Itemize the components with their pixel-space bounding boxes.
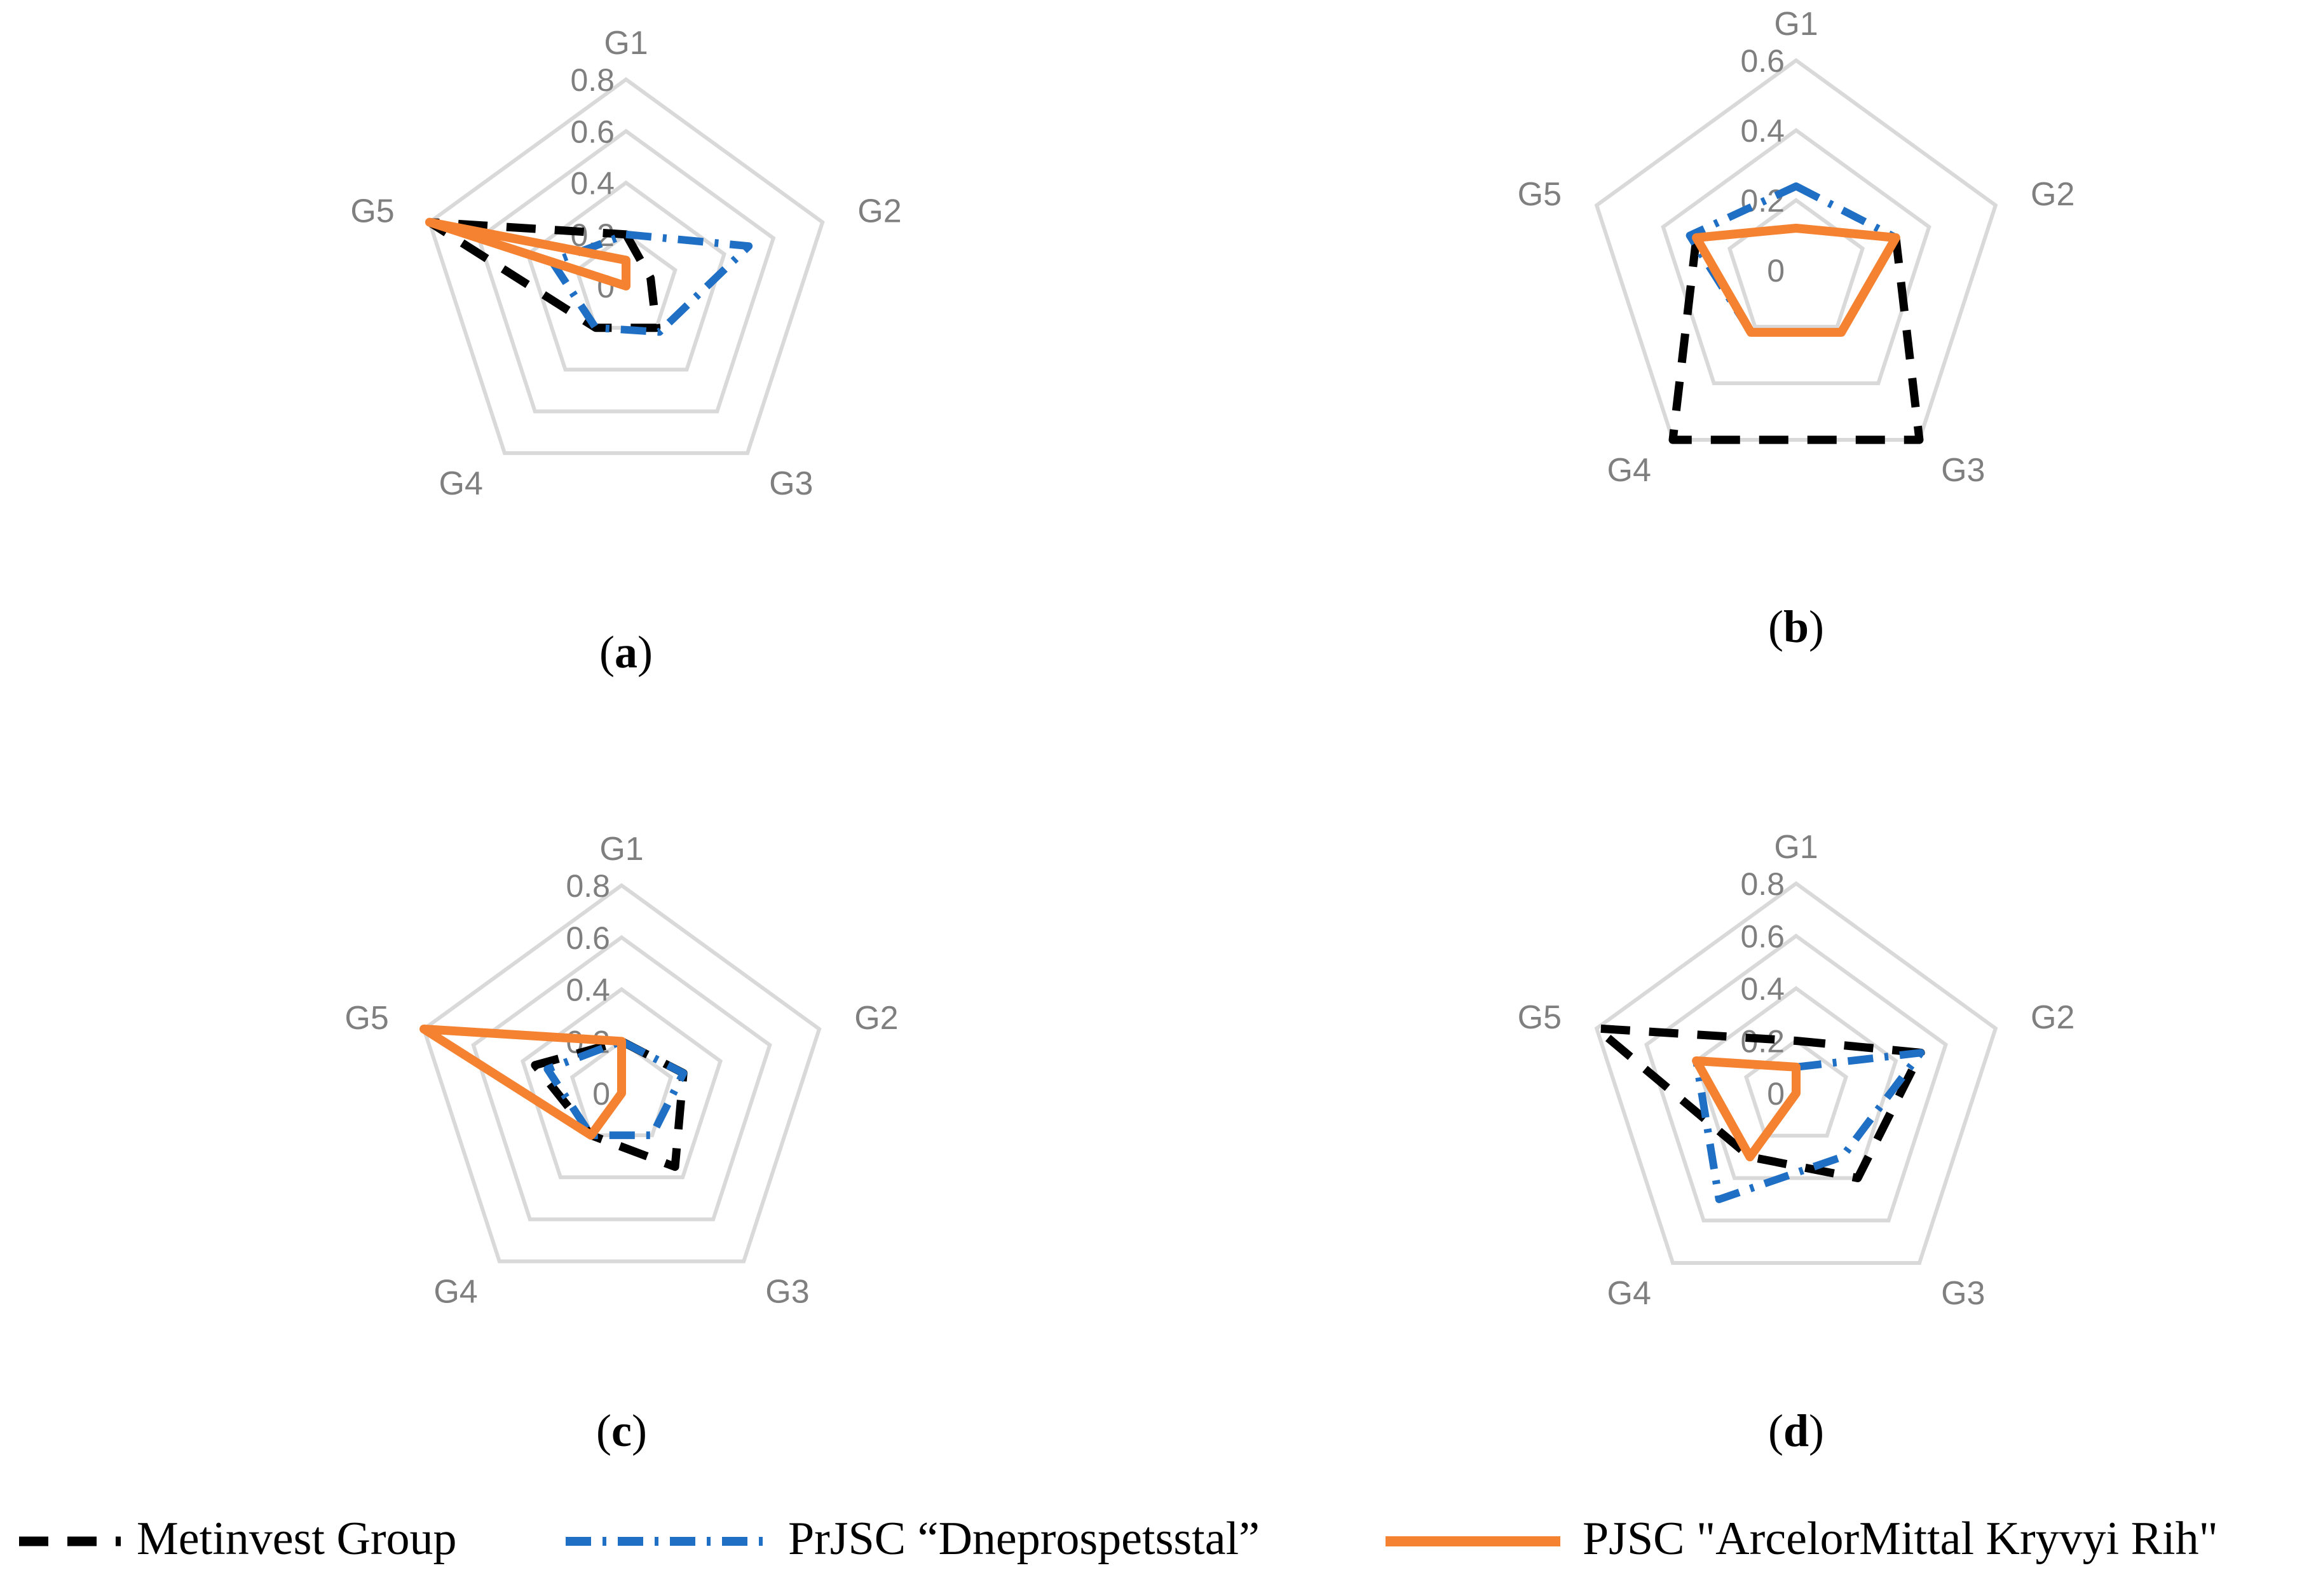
tick-label: 0.8 — [1740, 866, 1785, 902]
grid-ring — [1727, 198, 1865, 329]
grid-ring — [427, 77, 825, 455]
grid-ring — [1594, 58, 1998, 442]
grid — [1594, 881, 1998, 1265]
legend-label-arcelormittal: PJSC "ArcelorMittal Kryvyi Rih" — [1583, 1513, 2218, 1565]
series-metinvest — [1592, 1024, 1925, 1182]
category-label-g2: G2 — [2031, 176, 2074, 213]
category-label-g4: G4 — [433, 1274, 477, 1311]
tick-label: 0.4 — [1740, 971, 1785, 1007]
grid-ring — [1594, 881, 1998, 1265]
category-label-g5: G5 — [1518, 176, 1562, 213]
grid-ring — [471, 935, 772, 1222]
category-label-g3: G3 — [769, 465, 813, 502]
category-label-g1: G1 — [604, 25, 648, 62]
tick-label: 0.4 — [566, 972, 610, 1008]
legend-label-dneprospetsstal: PrJSC “Dneprospetsstal” — [788, 1513, 1260, 1565]
series-arcelormittal — [1692, 1056, 1801, 1162]
series-arcelormittal — [1692, 224, 1900, 337]
tick-label: 0.4 — [570, 166, 615, 201]
category-label-g5: G5 — [1518, 999, 1562, 1036]
category-label-g3: G3 — [1941, 1275, 1985, 1312]
grid-ring — [421, 883, 822, 1264]
category-label-g1: G1 — [1774, 6, 1818, 43]
category-label-g5: G5 — [350, 193, 394, 230]
tick-label: 0.8 — [570, 62, 615, 98]
tick-label: 0.4 — [1740, 113, 1785, 149]
category-label-g2: G2 — [857, 193, 901, 230]
legend-label-metinvest: Metinvest Group — [137, 1513, 457, 1565]
category-label-g3: G3 — [765, 1274, 809, 1311]
category-label-g5: G5 — [344, 1000, 388, 1037]
panel-label: (c) — [596, 1405, 647, 1456]
panel-label: (b) — [1768, 601, 1824, 652]
grid-ring — [1661, 128, 1931, 385]
tick-label: 0.6 — [1740, 919, 1785, 955]
tick-label: 0.6 — [570, 114, 615, 149]
tick-label: 0.8 — [566, 868, 610, 904]
category-label-g2: G2 — [854, 1000, 898, 1037]
category-label-g4: G4 — [439, 465, 483, 502]
grid-ring — [476, 128, 776, 414]
category-label-g1: G1 — [1774, 829, 1818, 866]
grid-ring — [520, 986, 723, 1180]
grid-ring — [1743, 1038, 1849, 1138]
legend: Metinvest Group PrJSC “Dneprospetsstal” PJ… — [19, 1513, 2218, 1565]
category-label-g4: G4 — [1607, 452, 1651, 489]
panel-label: (d) — [1768, 1405, 1824, 1456]
category-label-g4: G4 — [1607, 1275, 1651, 1312]
tick-label: 0 — [1767, 253, 1785, 289]
series-dneprospetsstal — [548, 230, 753, 336]
grid-ring — [1644, 933, 1948, 1223]
panel-label: (a) — [599, 627, 653, 678]
series-arcelormittal — [419, 1025, 626, 1140]
tick-label: 0.6 — [1740, 43, 1785, 79]
tick-label: 0.6 — [566, 920, 610, 956]
series-arcelormittal — [425, 217, 630, 290]
category-label-g3: G3 — [1941, 452, 1985, 489]
series-dneprospetsstal — [543, 1037, 688, 1140]
grid — [1594, 58, 1998, 442]
series-dneprospetsstal — [1686, 182, 1900, 336]
category-label-g2: G2 — [2031, 999, 2074, 1036]
category-label-g1: G1 — [599, 831, 643, 868]
radar-panels: 00.20.40.60.8G1G2G3G4G5(a)00.20.40.6G1G2… — [344, 6, 2074, 1456]
grid-ring — [1694, 986, 1898, 1180]
